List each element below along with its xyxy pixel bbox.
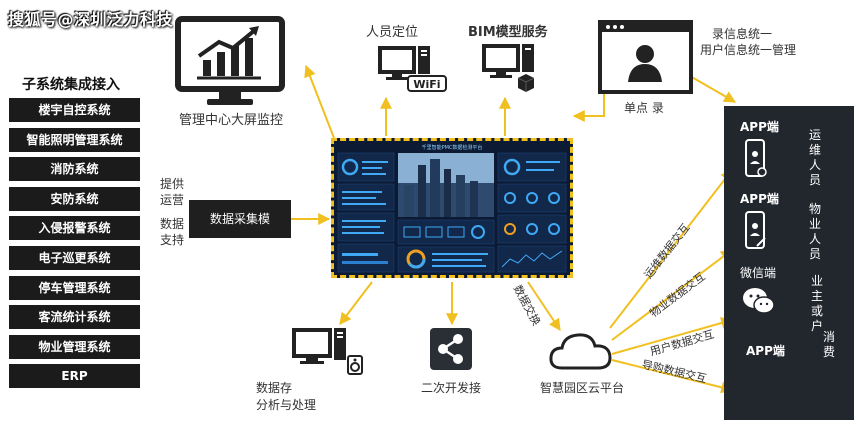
workstation-cube-icon	[482, 44, 535, 92]
consumer-label: 消费	[822, 330, 835, 359]
property-staff-label: 物业人员	[808, 202, 821, 261]
phone-wrench-icon	[745, 211, 766, 249]
subsystem-item: 物业管理系统	[9, 334, 140, 359]
dashboard-to-monitor-arrow	[304, 64, 335, 139]
monitor-label: 管理中心大屏监控	[178, 113, 283, 128]
subsystem-item: 停车管理系统	[9, 275, 140, 300]
app-label-consumer: APP端	[746, 344, 785, 358]
sso-label-line2: 用户信息统一管理	[700, 43, 797, 57]
subsystems-title: 子系统集成接入	[22, 77, 120, 93]
guide-flow-arrow	[611, 359, 734, 394]
subsystem-item: 电子巡更系统	[9, 245, 140, 270]
personnel-label: 人员定位	[366, 25, 419, 40]
monitor-icon	[175, 16, 285, 105]
dashboard-frame: 千里智能PMC数据检测平台	[331, 138, 573, 278]
cloud-label: 智慧园区云平台	[539, 381, 624, 395]
subsystem-item: 客流统计系统	[9, 305, 140, 330]
provide-line1: 提供	[160, 177, 185, 191]
phone-settings-icon	[745, 139, 767, 177]
ops-flow-arrow	[609, 169, 733, 329]
user-flow-arrow	[611, 317, 734, 355]
support-line1: 数据	[160, 217, 185, 231]
storage-workstation-icon	[292, 328, 363, 375]
sso-to-panel-arrow	[689, 75, 737, 103]
ops-staff-label: 运维人员	[808, 128, 821, 187]
dashboard-preview: 千里智能PMC数据检测平台	[337, 144, 567, 273]
subsystem-item: 智能照明管理系统	[9, 127, 140, 152]
data-collection-module: 数据采集模	[189, 200, 291, 238]
wifi-text: WiFi	[413, 78, 440, 91]
storage-line2: 分析与处理	[256, 398, 317, 412]
wechat-icon	[743, 288, 775, 314]
wechat-label: 微信端	[740, 266, 777, 280]
subsystem-item: 楼宇自控系统	[9, 98, 140, 122]
subsystem-list: 楼宇自控系统 智能照明管理系统 消防系统 安防系统 入侵报警系统 电子巡更系统 …	[9, 98, 140, 394]
support-line2: 支持	[160, 233, 185, 247]
subsystem-item: 安防系统	[9, 186, 140, 211]
sso-label-line1: 录信息统一	[712, 27, 773, 41]
bim-label: BIM模型服务	[468, 25, 548, 40]
subsystem-item: 消防系统	[9, 157, 140, 182]
subsystem-item: 入侵报警系统	[9, 216, 140, 241]
app-label-ops: APP端	[740, 120, 779, 134]
dashboard-title: 千里智能PMC数据检测平台	[422, 144, 483, 151]
sso-to-dashboard-arrow	[572, 94, 605, 122]
property-flow-arrow	[611, 249, 733, 341]
owner-client-label: 业主或户	[810, 274, 823, 333]
dashboard-to-cloud-arrow	[527, 281, 561, 331]
provide-line2: 运营	[160, 193, 185, 207]
sso-window-icon	[598, 20, 693, 94]
cloud-icon	[549, 333, 612, 370]
workstation-wifi-icon: WiFi	[378, 46, 447, 92]
client-panel: APP端 运维人员 APP端 物业人员 微信端 业主或户 APP端 消费	[724, 106, 854, 420]
subsystem-item: ERP	[9, 364, 140, 389]
sso-caption: 单点 录	[624, 101, 664, 115]
share-icon	[430, 328, 472, 370]
dashboard-to-storage-arrow	[339, 281, 373, 325]
app-label-property: APP端	[740, 192, 779, 206]
secondary-dev-label: 二次开发接	[420, 381, 481, 395]
storage-line1: 数据存	[256, 381, 293, 395]
watermark: 搜狐号@深圳泛力科技	[8, 10, 174, 29]
